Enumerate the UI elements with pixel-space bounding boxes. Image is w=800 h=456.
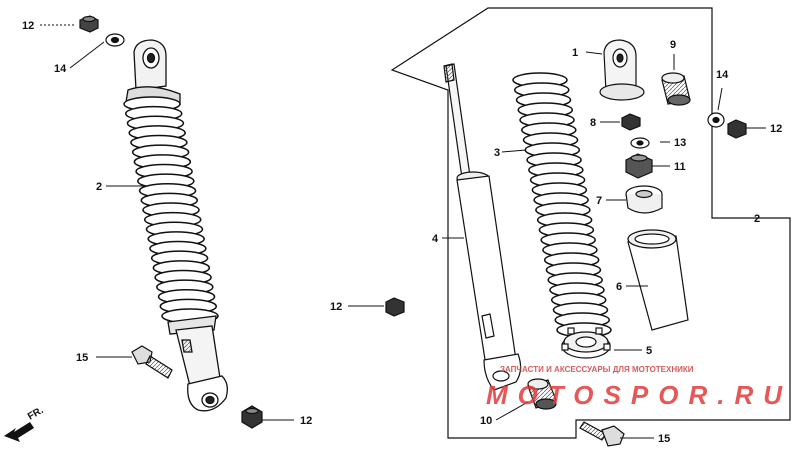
callout-12: 12 [300, 415, 312, 427]
nut-12-top-left [79, 15, 99, 33]
callout-14: 14 [54, 63, 67, 75]
washer-14-right [707, 112, 725, 128]
nut-12-right [727, 119, 747, 139]
callout-2: 2 [96, 181, 102, 193]
bushing-9 [661, 72, 691, 106]
bolt-15-right [579, 421, 625, 447]
bushing [527, 378, 557, 410]
washer-13 [630, 137, 650, 149]
upper-mount [599, 39, 645, 101]
callout-6: 6 [616, 281, 622, 293]
nut-12-middle [385, 297, 405, 317]
assembly-outline [390, 7, 791, 439]
callout-13: 13 [674, 137, 686, 149]
spring-adjuster [561, 327, 611, 359]
stopper [625, 185, 663, 214]
watermark-tagline: ЗАПЧАСТИ И АКСЕССУАРЫ ДЛЯ МОТОТЕХНИКИ [500, 365, 694, 374]
callout-1: 1 [572, 47, 578, 59]
callout-12: 12 [22, 20, 34, 32]
washer-14-left [105, 33, 125, 47]
watermark: ЗАПЧАСТИ И АКСЕССУАРЫ ДЛЯ МОТОТЕХНИКИ MO… [486, 365, 783, 410]
nut-8 [621, 113, 641, 131]
damper-rod [443, 63, 522, 391]
callout-10: 10 [480, 415, 492, 427]
callout-12: 12 [330, 301, 342, 313]
shock-spring [123, 96, 219, 324]
callout-14: 14 [716, 69, 729, 81]
callout-12: 12 [770, 123, 782, 135]
callout-3: 3 [494, 147, 500, 159]
callout-15: 15 [658, 433, 670, 445]
callout-15: 15 [76, 352, 88, 364]
callout-8: 8 [590, 117, 596, 129]
callout-5: 5 [646, 345, 652, 357]
direction-label: FR. [26, 405, 46, 423]
callout-7: 7 [596, 195, 602, 207]
assembled-shock [123, 39, 228, 412]
front-direction-arrow: FR. [4, 405, 46, 442]
spring [512, 72, 612, 338]
nut-12-bottom-left [241, 405, 263, 429]
nut-11 [625, 153, 653, 179]
bolt-15-left [131, 345, 173, 379]
callout-11: 11 [674, 161, 686, 173]
callout-2: 2 [754, 213, 760, 225]
callouts: 12 14 2 15 12 12 1 9 3 4 8 13 11 7 6 5 1… [22, 20, 782, 445]
watermark-brand: MOTOSPOR.RU [486, 380, 783, 410]
callout-4: 4 [432, 233, 439, 245]
cover-tube [627, 229, 689, 331]
callout-9: 9 [670, 39, 676, 51]
leader-lines [40, 24, 766, 439]
